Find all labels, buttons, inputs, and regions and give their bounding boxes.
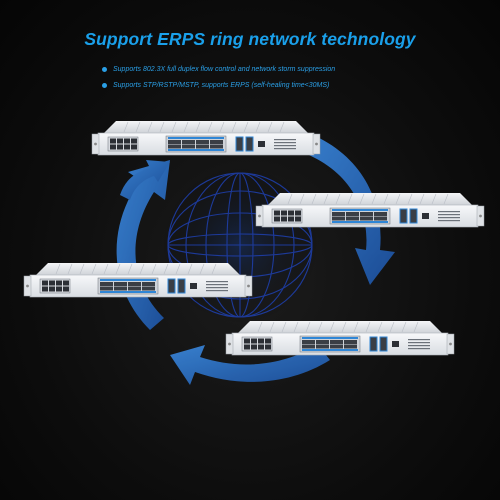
network-switch-icon bbox=[23, 262, 253, 298]
globe-icon bbox=[160, 165, 320, 325]
feature-item: Supports STP/RSTP/MSTP, supports ERPS (s… bbox=[102, 77, 335, 93]
feature-text: Supports STP/RSTP/MSTP, supports ERPS (s… bbox=[113, 81, 330, 89]
feature-text: Supports 802.3X full duplex flow control… bbox=[113, 65, 336, 73]
bullet-dot-icon bbox=[102, 82, 107, 88]
headline: Support ERPS ring network technology bbox=[84, 29, 416, 49]
bullet-dot-icon bbox=[102, 66, 107, 72]
network-switch-icon bbox=[255, 192, 485, 228]
feature-list: Supports 802.3X full duplex flow control… bbox=[102, 61, 335, 93]
network-switch-icon bbox=[91, 120, 321, 156]
feature-item: Supports 802.3X full duplex flow control… bbox=[102, 61, 335, 77]
network-switch-icon bbox=[225, 320, 455, 356]
